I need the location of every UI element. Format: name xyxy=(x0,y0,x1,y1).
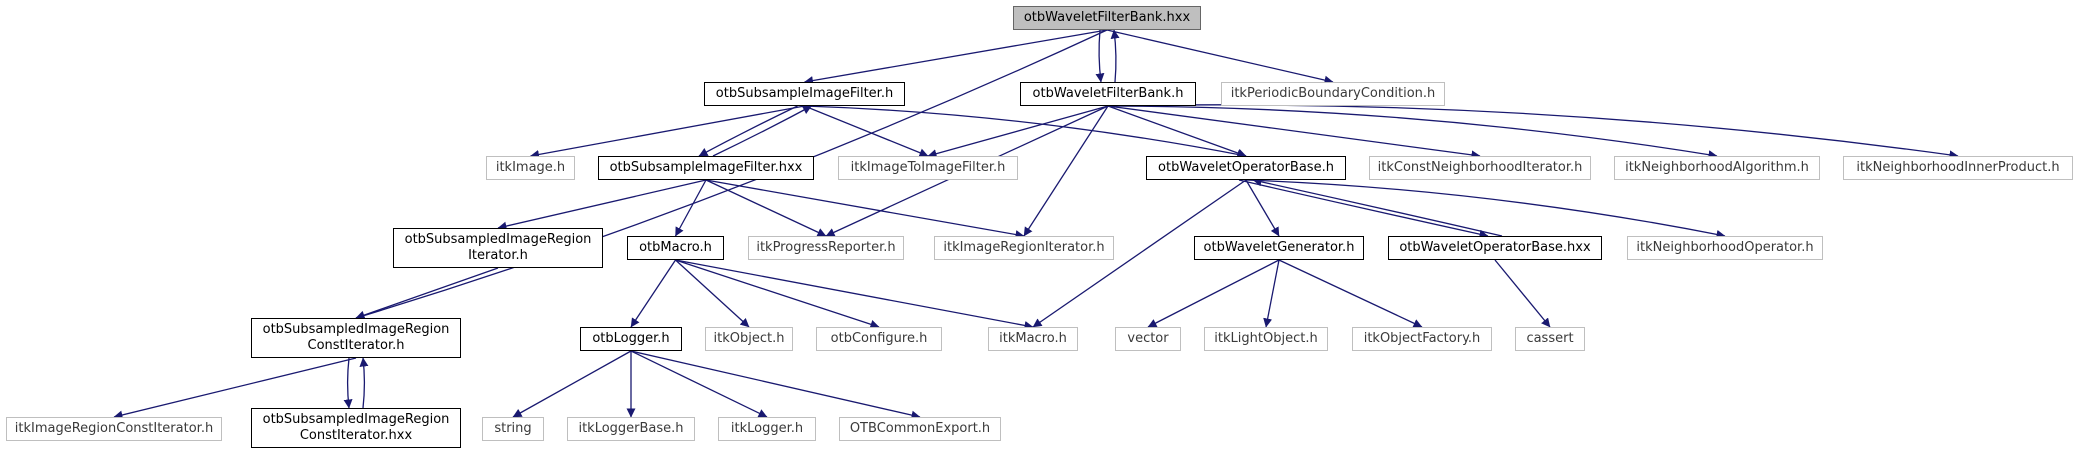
node-otb-wavelet-filter-bank-h[interactable]: otbWaveletFilterBank.h xyxy=(1020,82,1196,106)
edge-sub_const_it_hxx-to-sub_const_it xyxy=(359,357,369,409)
edge-wob_hxx-to-cassert xyxy=(1494,259,1551,328)
edge-wob_h-to-wob_hxx xyxy=(1238,179,1489,239)
node-itk-light-object-h: itkLightObject.h xyxy=(1204,327,1328,351)
edge-subsample_h-to-wob_h xyxy=(804,105,1247,159)
edge-root-to-sub_const_it xyxy=(355,29,1108,320)
node-itk-macro-h: itkMacro.h xyxy=(988,327,1078,351)
edge-subsample_h-to-subsample_hxx xyxy=(698,105,798,157)
node-itk-image-h: itkImage.h xyxy=(486,156,575,180)
edge-wfb_h-to-i2i_filter xyxy=(927,105,1109,159)
edge-wgen_h-to-light_object xyxy=(1263,259,1280,328)
edge-root-to-subsample_h xyxy=(804,29,1108,85)
edge-layer xyxy=(113,29,1959,420)
node-itk-const-neighborhood-iterator-h: itkConstNeighborhoodIterator.h xyxy=(1369,156,1591,180)
node-itk-logger-base-h: itkLoggerBase.h xyxy=(567,417,695,441)
node-itk-neighborhood-inner-product-h: itkNeighborhoodInnerProduct.h xyxy=(1843,156,2073,180)
edge-root-to-periodic_bc xyxy=(1106,29,1334,85)
node-itk-object-h: itkObject.h xyxy=(705,327,793,351)
node-otb-subsample-image-filter-h[interactable]: otbSubsampleImageFilter.h xyxy=(704,82,905,106)
edge-otb_macro-to-otb_configure xyxy=(675,259,880,329)
edge-wob_h-to-wgen_h xyxy=(1245,179,1280,237)
edge-otb_macro-to-itk_macro xyxy=(675,259,1034,330)
node-itk-neighborhood-operator-h: itkNeighborhoodOperator.h xyxy=(1627,236,1823,260)
node-itk-logger-h: itkLogger.h xyxy=(718,417,816,441)
edge-sub_const_it-to-sub_const_it_hxx xyxy=(343,357,353,409)
node-otb-subsampled-image-region-iterator-h[interactable]: otbSubsampledImageRegion Iterator.h xyxy=(393,228,603,268)
edge-wob_h-to-nbh_op xyxy=(1245,179,1726,239)
edge-otb_macro-to-otb_logger xyxy=(630,259,677,328)
edge-subsample_hxx-to-sub_region_it xyxy=(497,179,707,231)
node-itk-progress-reporter-h: itkProgressReporter.h xyxy=(748,236,904,260)
node-otb-wavelet-operator-base-h[interactable]: otbWaveletOperatorBase.h xyxy=(1146,156,1346,180)
node-otb-macro-h[interactable]: otbMacro.h xyxy=(627,236,724,260)
edge-wfb_h-to-wob_h xyxy=(1107,105,1247,158)
edge-otb_logger-to-string xyxy=(512,350,632,418)
edge-wgen_h-to-vector xyxy=(1147,259,1280,328)
edge-subsample_h-to-i2i_filter xyxy=(804,105,929,157)
edge-subsample_h-to-itk_image xyxy=(530,105,805,159)
edge-wob_h-to-itk_macro xyxy=(1032,179,1247,328)
node-itk-periodic-boundary-condition-h: itkPeriodicBoundaryCondition.h xyxy=(1221,82,1445,106)
node-otb-configure-h: otbConfigure.h xyxy=(816,327,942,351)
edge-wfb_h-to-nbh_algo xyxy=(1107,105,1718,160)
edge-otb_logger-to-common_export xyxy=(630,350,921,420)
edge-otb_macro-to-itk_object xyxy=(675,259,750,328)
node-otb-subsampled-image-region-const-iterator-hxx[interactable]: otbSubsampledImageRegion ConstIterator.h… xyxy=(251,408,461,448)
node-otb-common-export-h: OTBCommonExport.h xyxy=(839,417,1001,441)
edge-wfb_h-to-root xyxy=(1110,29,1120,83)
node-itk-object-factory-h: itkObjectFactory.h xyxy=(1352,327,1492,351)
node-otb-logger-h[interactable]: otbLogger.h xyxy=(580,327,682,351)
edge-root-to-wfb_h xyxy=(1095,29,1105,83)
edge-subsample_hxx-to-otb_macro xyxy=(674,179,707,237)
edge-subsample_hxx-to-region_it xyxy=(705,179,1025,239)
node-otb-subsample-image-filter-hxx[interactable]: otbSubsampleImageFilter.hxx xyxy=(598,156,814,180)
node-otb-subsampled-image-region-const-iterator-h[interactable]: otbSubsampledImageRegion ConstIterator.h xyxy=(251,318,461,358)
node-itk-neighborhood-algorithm-h: itkNeighborhoodAlgorithm.h xyxy=(1614,156,1820,180)
edge-subsample_hxx-to-progress xyxy=(705,179,827,237)
node-otb-wavelet-filter-bank-hxx: otbWaveletFilterBank.hxx xyxy=(1013,6,1201,30)
node-cassert: cassert xyxy=(1515,327,1585,351)
node-itk-image-region-iterator-h: itkImageRegionIterator.h xyxy=(934,236,1114,260)
node-string: string xyxy=(482,417,544,441)
edge-wfb_h-to-region_it xyxy=(1023,105,1109,237)
node-otb-wavelet-operator-base-hxx[interactable]: otbWaveletOperatorBase.hxx xyxy=(1388,236,1602,260)
node-vector: vector xyxy=(1115,327,1181,351)
edge-wfb_h-to-const_nbh_it xyxy=(1107,105,1481,160)
edge-sub_region_it-to-sub_const_it xyxy=(355,267,499,320)
node-itk-image-to-image-filter-h: itkImageToImageFilter.h xyxy=(838,156,1018,180)
edge-wgen_h-to-object_factory xyxy=(1278,259,1423,328)
node-otb-wavelet-generator-h[interactable]: otbWaveletGenerator.h xyxy=(1194,236,1364,260)
edge-wob_hxx-to-wob_h xyxy=(1252,177,1503,237)
node-itk-image-region-const-iterator-h: itkImageRegionConstIterator.h xyxy=(6,417,222,441)
edge-sub_const_it-to-region_const_it xyxy=(113,357,357,420)
edge-otb_logger-to-itk_logger xyxy=(630,350,768,418)
edge-subsample_hxx-to-subsample_h xyxy=(712,105,812,157)
